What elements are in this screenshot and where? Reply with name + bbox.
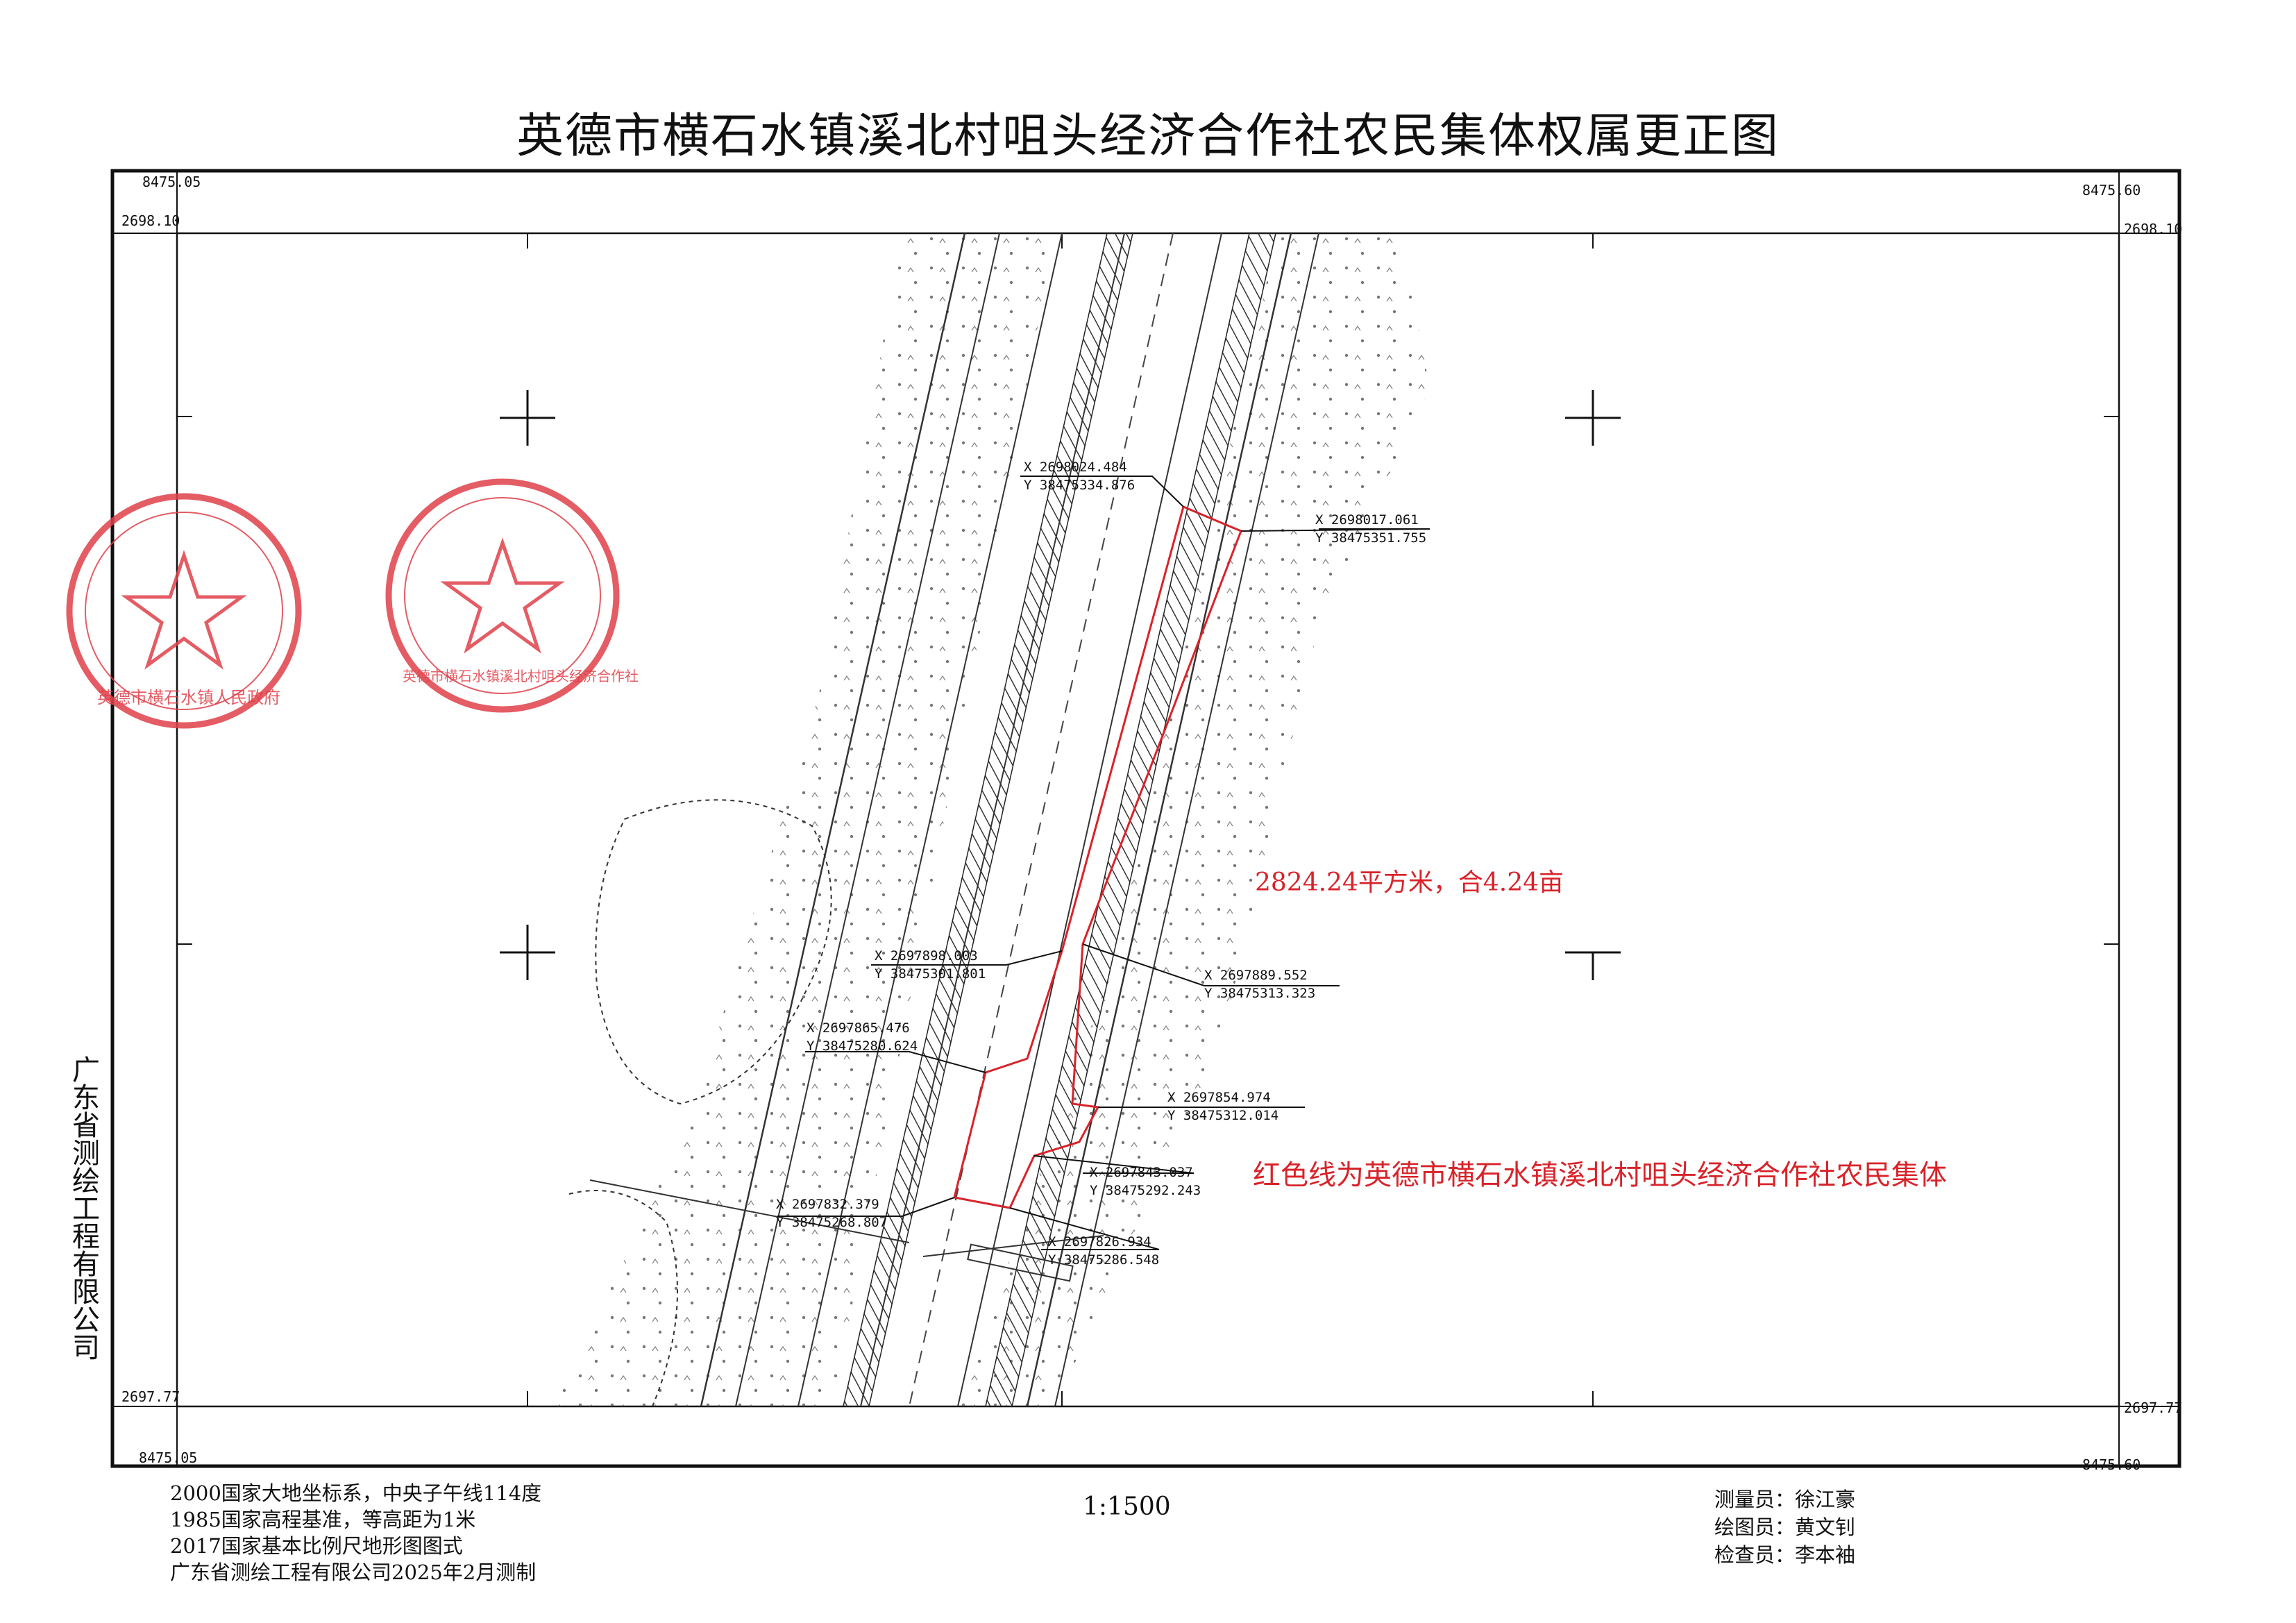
scale-label: 1:1500 (1083, 1492, 1171, 1521)
corner-top-left-y: 2698.10 (121, 212, 180, 229)
footer-line: 2000国家大地坐标系，中央子午线114度 (170, 1481, 542, 1505)
corner-top-right-y: 2698.10 (2124, 221, 2183, 237)
seal-right (385, 478, 620, 713)
checker: 检查员：李本袖 (1714, 1543, 1856, 1567)
frame-ticks (177, 233, 2119, 1406)
outer-frame (110, 169, 2181, 1468)
leader-lines (777, 476, 1430, 1250)
surveyor: 测量员：徐江豪 (1714, 1488, 1856, 1511)
corner-bottom-right-x: 8475.60 (2082, 1456, 2141, 1473)
seal-left-text: 英德市横石水镇人民政府 (97, 688, 280, 707)
map-title: 英德市横石水镇溪北村咀头经济合作社农民集体权属更正图 (516, 109, 1780, 164)
corner-bottom-left-y: 2697.77 (121, 1388, 180, 1405)
map-content (555, 233, 1430, 1406)
footer-staff: 测量员：徐江豪 绘图员：黄文钊 检查员：李本袖 (1714, 1486, 1855, 1569)
corner-top-left-x: 8475.05 (142, 174, 201, 190)
footer-line: 广东省测绘工程有限公司2025年2月测制 (170, 1561, 537, 1584)
parcel-legend-note: 红色线为英德市横石水镇溪北村咀头经济合作社农民集体 (1253, 1159, 1947, 1191)
footer-line: 2017国家基本比例尺地形图图式 (170, 1534, 463, 1558)
corner-bottom-right-y: 2697.77 (2124, 1399, 2183, 1416)
seal-right-text: 英德市横石水镇溪北村咀头经济合作社 (403, 668, 639, 684)
inner-frame (176, 232, 2120, 1408)
corner-top-right-x: 8475.60 (2082, 182, 2141, 199)
side-company-label: 广东省测绘工程有限公司 (67, 1055, 99, 1361)
footer-notes: 2000国家大地坐标系，中央子午线114度 1985国家高程基准，等高距为1米 … (170, 1480, 541, 1586)
corner-bottom-left-x: 8475.05 (139, 1449, 198, 1466)
parcel-area-label: 2824.24平方米，合4.24亩 (1255, 868, 1564, 897)
drafter: 绘图员：黄文钊 (1714, 1515, 1856, 1539)
footer-line: 1985国家高程基准，等高距为1米 (170, 1508, 476, 1531)
seal-left (66, 493, 302, 729)
grid-crosses (500, 390, 1621, 980)
